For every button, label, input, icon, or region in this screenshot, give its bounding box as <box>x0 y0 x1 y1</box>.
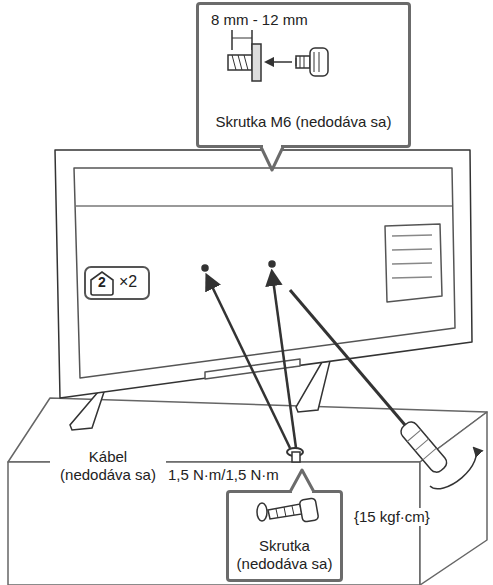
screw-m6-drawing <box>228 30 328 81</box>
callout-ground <box>226 490 340 582</box>
table-screw <box>292 452 300 462</box>
node-text: Skrutka M6 (nedodáva sa) <box>199 113 408 131</box>
screwdriver <box>290 290 476 489</box>
node-text: ×2 <box>119 273 137 291</box>
callout-pointer <box>261 147 283 170</box>
callout-box: 8 mm - 12 mm Skrutka M6 (nedodáva sa) <box>196 2 411 148</box>
callout-box: Skrutka (nedodáva sa) <box>226 490 343 582</box>
node-text: Skrutka (nedodáva sa) <box>229 537 340 573</box>
part-label: Kábel (nedodáva sa) <box>50 448 166 484</box>
node-text: 2 <box>90 273 114 291</box>
screw-drawing <box>257 498 319 522</box>
cable <box>207 272 303 456</box>
quantity-icon: 2 ×2 <box>84 266 150 300</box>
callout-pointer <box>290 470 314 492</box>
node-text: 8 mm - 12 mm <box>211 11 308 29</box>
tv-back <box>55 150 472 398</box>
house-outline <box>91 272 113 295</box>
torque-value: 1,5 N·m/1,5 N·m <box>166 466 281 484</box>
torque-value: {15 kgf·cm} <box>352 508 432 526</box>
callout-ground <box>196 2 408 148</box>
